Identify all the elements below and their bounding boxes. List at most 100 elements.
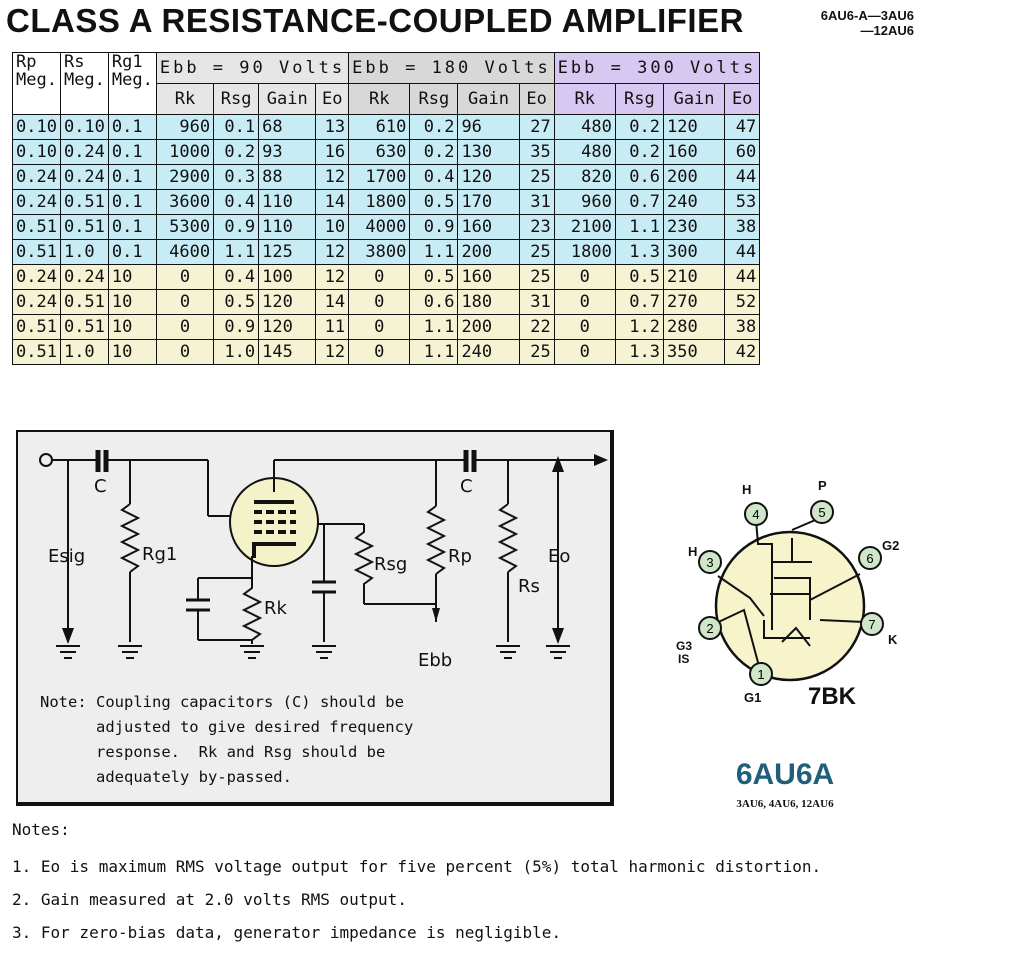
table-cell: 200 [662, 164, 726, 190]
page-title: CLASS A RESISTANCE-COUPLED AMPLIFIER [6, 2, 744, 39]
table-cell: 0.51 [12, 239, 61, 265]
pin-6: 6 [858, 546, 882, 570]
table-cell: 0.7 [614, 289, 664, 315]
table-cell: 0.4 [409, 164, 459, 190]
label-rk: Rk [264, 598, 288, 619]
pin-label-5: P [818, 478, 827, 493]
table-cell: 0.2 [614, 139, 664, 165]
note-item: 1. Eo is maximum RMS voltage output for … [12, 857, 822, 876]
table-cell: 480 [553, 139, 616, 165]
table-cell: 60 [724, 139, 761, 165]
table-cell: 0.7 [614, 189, 664, 215]
ground-symbol [118, 645, 142, 659]
table-cell: 240 [457, 339, 520, 365]
table-cell: 1.0 [59, 339, 109, 365]
table-cell: 0.2 [409, 114, 459, 140]
table-cell: 0.9 [213, 314, 260, 340]
pin-label-6: G2 [882, 538, 899, 553]
table-cell: 2100 [553, 214, 616, 240]
table-cell: 125 [258, 239, 317, 265]
ground-symbol [56, 645, 80, 659]
table-cell: 160 [457, 264, 520, 290]
rsg-resistor [353, 524, 375, 604]
table-cell: 240 [662, 189, 726, 215]
table-cell: 0.9 [409, 214, 459, 240]
subheader-gain: Gain [258, 83, 317, 115]
ground-symbol [496, 645, 520, 659]
table-cell: 0 [553, 264, 616, 290]
svg-text:3: 3 [706, 555, 713, 570]
table-cell: 25 [518, 264, 555, 290]
table-cell: 0.5 [213, 289, 260, 315]
table-cell: 11 [315, 314, 350, 340]
svg-text:5: 5 [818, 505, 825, 520]
svg-text:7: 7 [868, 617, 875, 632]
ground-symbol [546, 645, 570, 659]
input-terminal [39, 453, 53, 467]
table-cell: 44 [724, 239, 761, 265]
table-cell: 0.1 [213, 114, 260, 140]
subheader-rk: Rk [155, 83, 215, 115]
table-cell: 1.1 [614, 214, 664, 240]
table-cell: 0.10 [12, 139, 61, 165]
socket-envelope [714, 530, 866, 682]
table-cell: 210 [662, 264, 726, 290]
label-rsg: Rsg [374, 554, 407, 575]
table-cell: 10 [107, 289, 157, 315]
table-cell: 31 [518, 189, 555, 215]
label-ebb: Ebb [418, 650, 452, 671]
table-cell: 0.1 [107, 114, 157, 140]
table-cell: 27 [518, 114, 555, 140]
table-cell: 0.1 [107, 139, 157, 165]
tube-id-line-2: —12AU6 [860, 23, 914, 38]
table-cell: 0.5 [409, 264, 459, 290]
pin-label-3: H [688, 544, 697, 559]
table-cell: 25 [518, 339, 555, 365]
table-cell: 96 [457, 114, 520, 140]
notes-section: Notes: 1. Eo is maximum RMS voltage outp… [12, 820, 821, 956]
subheader-rk: Rk [348, 83, 411, 115]
notes-heading: Notes: [12, 820, 70, 839]
table-cell: 12 [315, 164, 350, 190]
table-cell: 0 [553, 339, 616, 365]
table-cell: 480 [553, 114, 616, 140]
rk-resistor [241, 578, 263, 644]
table-cell: 0 [348, 289, 411, 315]
svg-text:4: 4 [752, 507, 759, 522]
table-cell: 10 [107, 339, 157, 365]
table-cell: 160 [662, 139, 726, 165]
table-cell: 0 [348, 339, 411, 365]
table-cell: 14 [315, 189, 350, 215]
table-cell: 0 [155, 339, 215, 365]
table-cell: 0.1 [107, 189, 157, 215]
table-cell: 1.1 [409, 239, 459, 265]
pin-1: 1 [749, 662, 773, 686]
table-cell: 110 [258, 214, 317, 240]
pin-4: 4 [744, 502, 768, 526]
table-cell: 0 [155, 289, 215, 315]
svg-text:1: 1 [757, 667, 764, 682]
subheader-eo: Eo [315, 83, 350, 115]
table-cell: 52 [724, 289, 761, 315]
table-cell: 0.24 [59, 164, 109, 190]
table-cell: 0.9 [213, 214, 260, 240]
pin-label-4: H [742, 482, 751, 497]
table-cell: 1.0 [59, 239, 109, 265]
table-cell: 0.51 [12, 314, 61, 340]
note-item: 3. For zero-bias data, generator impedan… [12, 923, 562, 942]
pin-label-1: G1 [744, 690, 761, 705]
table-cell: 200 [457, 314, 520, 340]
table-cell: 44 [724, 164, 761, 190]
table-cell: 170 [457, 189, 520, 215]
table-cell: 0.1 [107, 214, 157, 240]
table-cell: 100 [258, 264, 317, 290]
tube-id-line-1: 6AU6-A—3AU6 [820, 8, 914, 23]
subheader-rk: Rk [553, 83, 616, 115]
rg1-resistor [119, 503, 141, 573]
table-cell: 0.24 [59, 139, 109, 165]
table-cell: 47 [724, 114, 761, 140]
table-cell: 960 [155, 114, 215, 140]
